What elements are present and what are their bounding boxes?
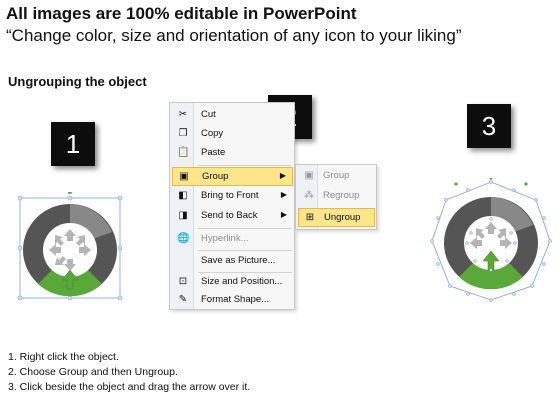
selection-handle[interactable] (117, 195, 123, 201)
copy-icon: ❐ (178, 128, 188, 139)
menu-item-cut[interactable]: ✂ Cut (172, 106, 293, 125)
size-position-icon: ⊡ (178, 276, 188, 287)
menu-item-label: Size and Position... (201, 276, 283, 287)
menu-item-label: Format Shape... (201, 294, 270, 305)
grouped-ring-figure[interactable] (14, 192, 126, 304)
menu-item-hyperlink[interactable]: 🌐 Hyperlink... (172, 230, 293, 249)
instruction-step: 3. Click beside the object and drag the … (8, 381, 251, 393)
inward-arrows (49, 229, 91, 271)
selection-handle[interactable] (17, 195, 23, 201)
menu-item-label: Bring to Front (201, 190, 259, 201)
submenu-item-group[interactable]: ▣ Group (298, 167, 375, 186)
menu-separator (198, 272, 292, 273)
menu-item-save-as-picture[interactable]: Save as Picture... (172, 252, 293, 271)
menu-item-label: Hyperlink... (201, 233, 249, 244)
menu-item-label: Regroup (323, 190, 360, 201)
menu-item-copy[interactable]: ❐ Copy (172, 125, 293, 144)
context-menu: ✂ Cut ❐ Copy 📋 Paste ▣ Group ▶ ◧ Bring t… (169, 102, 295, 310)
menu-separator (198, 228, 292, 229)
menu-item-label: Ungroup (324, 212, 361, 223)
menu-item-format-shape[interactable]: ✎ Format Shape... (172, 291, 293, 310)
selection-handle[interactable] (67, 195, 73, 201)
hyperlink-icon: 🌐 (177, 233, 190, 244)
inward-arrows (470, 222, 512, 249)
scissors-icon: ✂ (178, 109, 188, 120)
submenu-arrow-icon: ▶ (279, 171, 286, 180)
instruction-step: 2. Choose Group and then Ungroup. (8, 366, 178, 378)
menu-separator (198, 165, 292, 166)
menu-item-label: Group (202, 171, 229, 182)
format-shape-icon: ✎ (178, 294, 188, 305)
menu-item-label: Copy (201, 128, 224, 139)
submenu-item-ungroup[interactable]: ⊞ Ungroup (298, 208, 375, 227)
menu-item-paste[interactable]: 📋 Paste (172, 144, 293, 163)
selection-handle[interactable] (67, 295, 73, 301)
menu-item-label: Save as Picture... (201, 255, 276, 266)
submenu-arrow-icon: ▶ (280, 190, 287, 199)
menu-item-label: Send to Back (201, 210, 258, 221)
group-icon: ▣ (179, 171, 189, 182)
submenu-item-regroup[interactable]: ⁂ Regroup (298, 187, 375, 206)
menu-item-size-and-position[interactable]: ⊡ Size and Position... (172, 273, 293, 292)
selection-handle[interactable] (117, 245, 123, 251)
menu-item-bring-to-front[interactable]: ◧ Bring to Front ▶ (172, 187, 293, 206)
menu-item-group[interactable]: ▣ Group ▶ (172, 167, 293, 186)
rotation-handle[interactable] (68, 192, 72, 194)
menu-item-label: Cut (201, 109, 216, 120)
menu-separator (198, 250, 292, 251)
group-icon: ▣ (304, 170, 314, 181)
page-title: All images are 100% editable in PowerPoi… (6, 4, 357, 23)
ring-segment (70, 204, 112, 240)
bring-to-front-icon: ◧ (178, 190, 188, 201)
menu-item-label: Group (323, 170, 350, 181)
up-arrow (61, 269, 79, 290)
rotation-handles[interactable] (454, 178, 528, 186)
group-submenu: ▣ Group ⁂ Regroup ⊞ Ungroup (295, 164, 377, 230)
selection-handle[interactable] (17, 245, 23, 251)
ring-segment-highlight (459, 261, 523, 290)
submenu-arrow-icon: ▶ (280, 210, 287, 219)
section-heading: Ungrouping the object (8, 74, 147, 89)
menu-item-label: Paste (201, 147, 226, 158)
selection-handle[interactable] (117, 295, 123, 301)
selection-handles[interactable] (430, 180, 552, 302)
ring-segment (491, 197, 533, 233)
paste-icon: 📋 (177, 147, 190, 158)
selection-handle[interactable] (17, 295, 23, 301)
regroup-icon: ⁂ (304, 190, 314, 201)
menu-icon-gutter (170, 103, 194, 309)
instruction-list: 1. Right click the object. 2. Choose Gro… (8, 350, 250, 395)
send-to-back-icon: ◨ (178, 210, 188, 221)
page-subtitle: “Change color, size and orientation of a… (6, 26, 462, 45)
ungrouped-ring-figure[interactable] (428, 178, 554, 304)
step-badge-3: 3 (467, 104, 511, 148)
ungroup-icon: ⊞ (305, 212, 315, 223)
instruction-step: 1. Right click the object. (8, 351, 119, 363)
menu-item-send-to-back[interactable]: ◨ Send to Back ▶ (172, 207, 293, 226)
step-badge-1: 1 (51, 122, 95, 166)
